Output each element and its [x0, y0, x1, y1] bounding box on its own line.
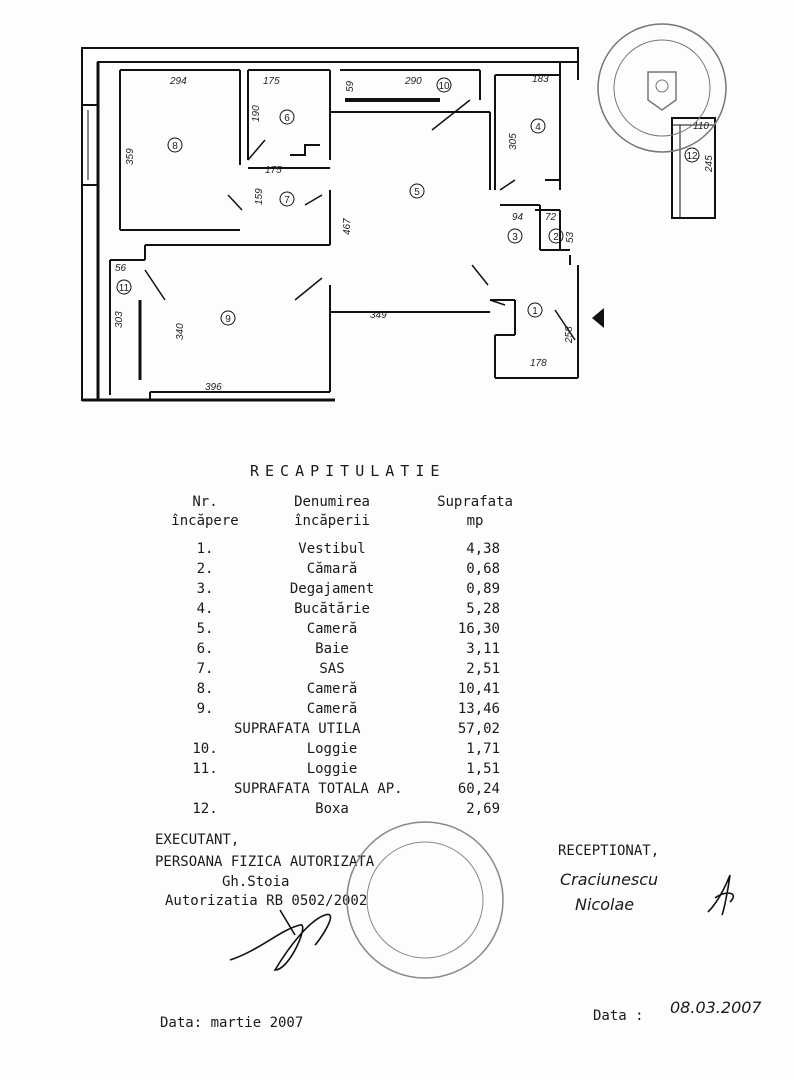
- dim-359: 359: [125, 148, 136, 165]
- room-number-11: 11: [119, 283, 130, 294]
- room-number-3: 3: [512, 232, 518, 243]
- header-area: Suprafata mp: [437, 494, 513, 529]
- dim-340: 340: [175, 323, 186, 340]
- dim-175-mid: 175: [265, 165, 282, 176]
- room-number-12: 12: [686, 151, 698, 162]
- room-number-2: 2: [553, 232, 559, 243]
- room-number-6: 6: [284, 113, 290, 124]
- receptionat-signature-surname: Nicolae: [575, 895, 635, 914]
- dim-396: 396: [205, 382, 222, 393]
- date-right-label: Data :: [593, 1008, 644, 1024]
- executant-name: Gh.Stoia: [222, 874, 290, 890]
- dim-72: 72: [545, 212, 557, 223]
- dim-290: 290: [404, 76, 422, 87]
- dim-175-top: 175: [263, 76, 280, 87]
- room-number-8: 8: [172, 141, 178, 152]
- header-name: Denumirea încăperii: [294, 494, 370, 529]
- dim-294: 294: [169, 76, 187, 87]
- dim-183: 183: [532, 74, 549, 85]
- room-number-1: 1: [532, 306, 538, 317]
- header-nr: Nr. încăpere: [171, 494, 239, 529]
- floor-plan: 294 175 290 183 175 349 178 396 94 72 56…: [81, 23, 727, 402]
- dim-305: 305: [508, 133, 519, 150]
- date-left: Data: martie 2007: [160, 1015, 304, 1031]
- dim-349: 349: [370, 310, 387, 321]
- dim-178: 178: [530, 358, 547, 369]
- room-number-5: 5: [414, 187, 420, 198]
- receptionat-label: RECEPTIONAT,: [558, 843, 660, 859]
- dim-56: 56: [115, 263, 127, 274]
- executant-label: EXECUTANT,: [155, 832, 240, 848]
- executant-authorization: Autorizatia RB 0502/2002: [165, 893, 368, 909]
- room-number-7: 7: [284, 195, 290, 206]
- dim-258: 258: [564, 326, 575, 344]
- room-number-10: 10: [438, 81, 450, 92]
- dim-245: 245: [704, 155, 715, 173]
- dim-303: 303: [114, 311, 125, 328]
- date-right-value: 08.03.2007: [670, 998, 762, 1017]
- dim-467: 467: [342, 218, 353, 235]
- dim-53: 53: [565, 231, 576, 243]
- dim-110: 110: [693, 121, 709, 132]
- total-row: SUPRAFATA TOTALA AP.60,24: [234, 781, 500, 797]
- receptionat-signature-mark: [707, 874, 735, 916]
- executant-stamp-and-signature: [229, 821, 504, 979]
- room-number-9: 9: [225, 314, 231, 325]
- dim-94: 94: [512, 212, 524, 223]
- receptionat-signature-name: Craciunescu: [560, 870, 659, 889]
- recap-title: RECAPITULATIE: [250, 462, 446, 480]
- room-number-4: 4: [535, 122, 541, 133]
- dim-59: 59: [345, 80, 356, 92]
- dim-159: 159: [254, 188, 265, 205]
- dim-190: 190: [251, 105, 262, 122]
- cadastre-stamp: [597, 23, 727, 153]
- executant-role: PERSOANA FIZICA AUTORIZATA: [155, 854, 375, 870]
